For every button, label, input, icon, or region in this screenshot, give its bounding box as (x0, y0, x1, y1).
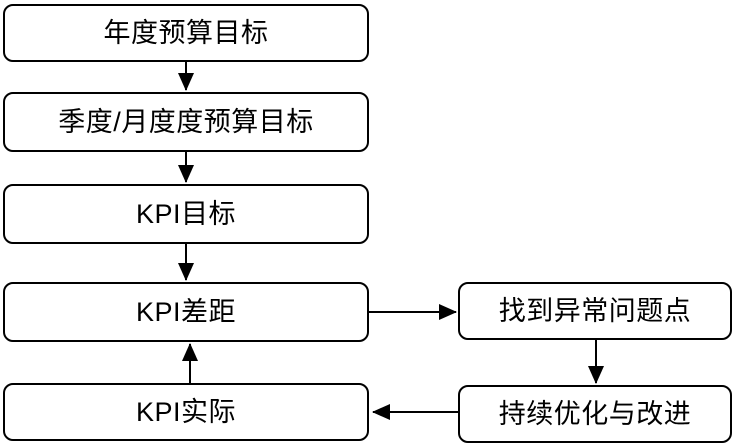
node-label: KPI目标 (135, 198, 237, 229)
node-label: 季度/月度度预算目标 (58, 106, 314, 137)
node-find-abnormal-issues: 找到异常问题点 (458, 282, 732, 340)
node-label: KPI实际 (135, 396, 237, 427)
node-quarterly-monthly-budget-target: 季度/月度度预算目标 (3, 92, 369, 152)
node-label: KPI差距 (135, 296, 237, 327)
node-kpi-gap: KPI差距 (3, 282, 369, 342)
node-label: 持续优化与改进 (498, 398, 692, 429)
node-label: 找到异常问题点 (498, 295, 692, 326)
node-continuous-improvement: 持续优化与改进 (458, 385, 732, 443)
node-label: 年度预算目标 (103, 17, 269, 48)
node-kpi-target: KPI目标 (3, 184, 369, 244)
node-annual-budget-target: 年度预算目标 (3, 4, 369, 62)
node-kpi-actual: KPI实际 (3, 383, 369, 441)
